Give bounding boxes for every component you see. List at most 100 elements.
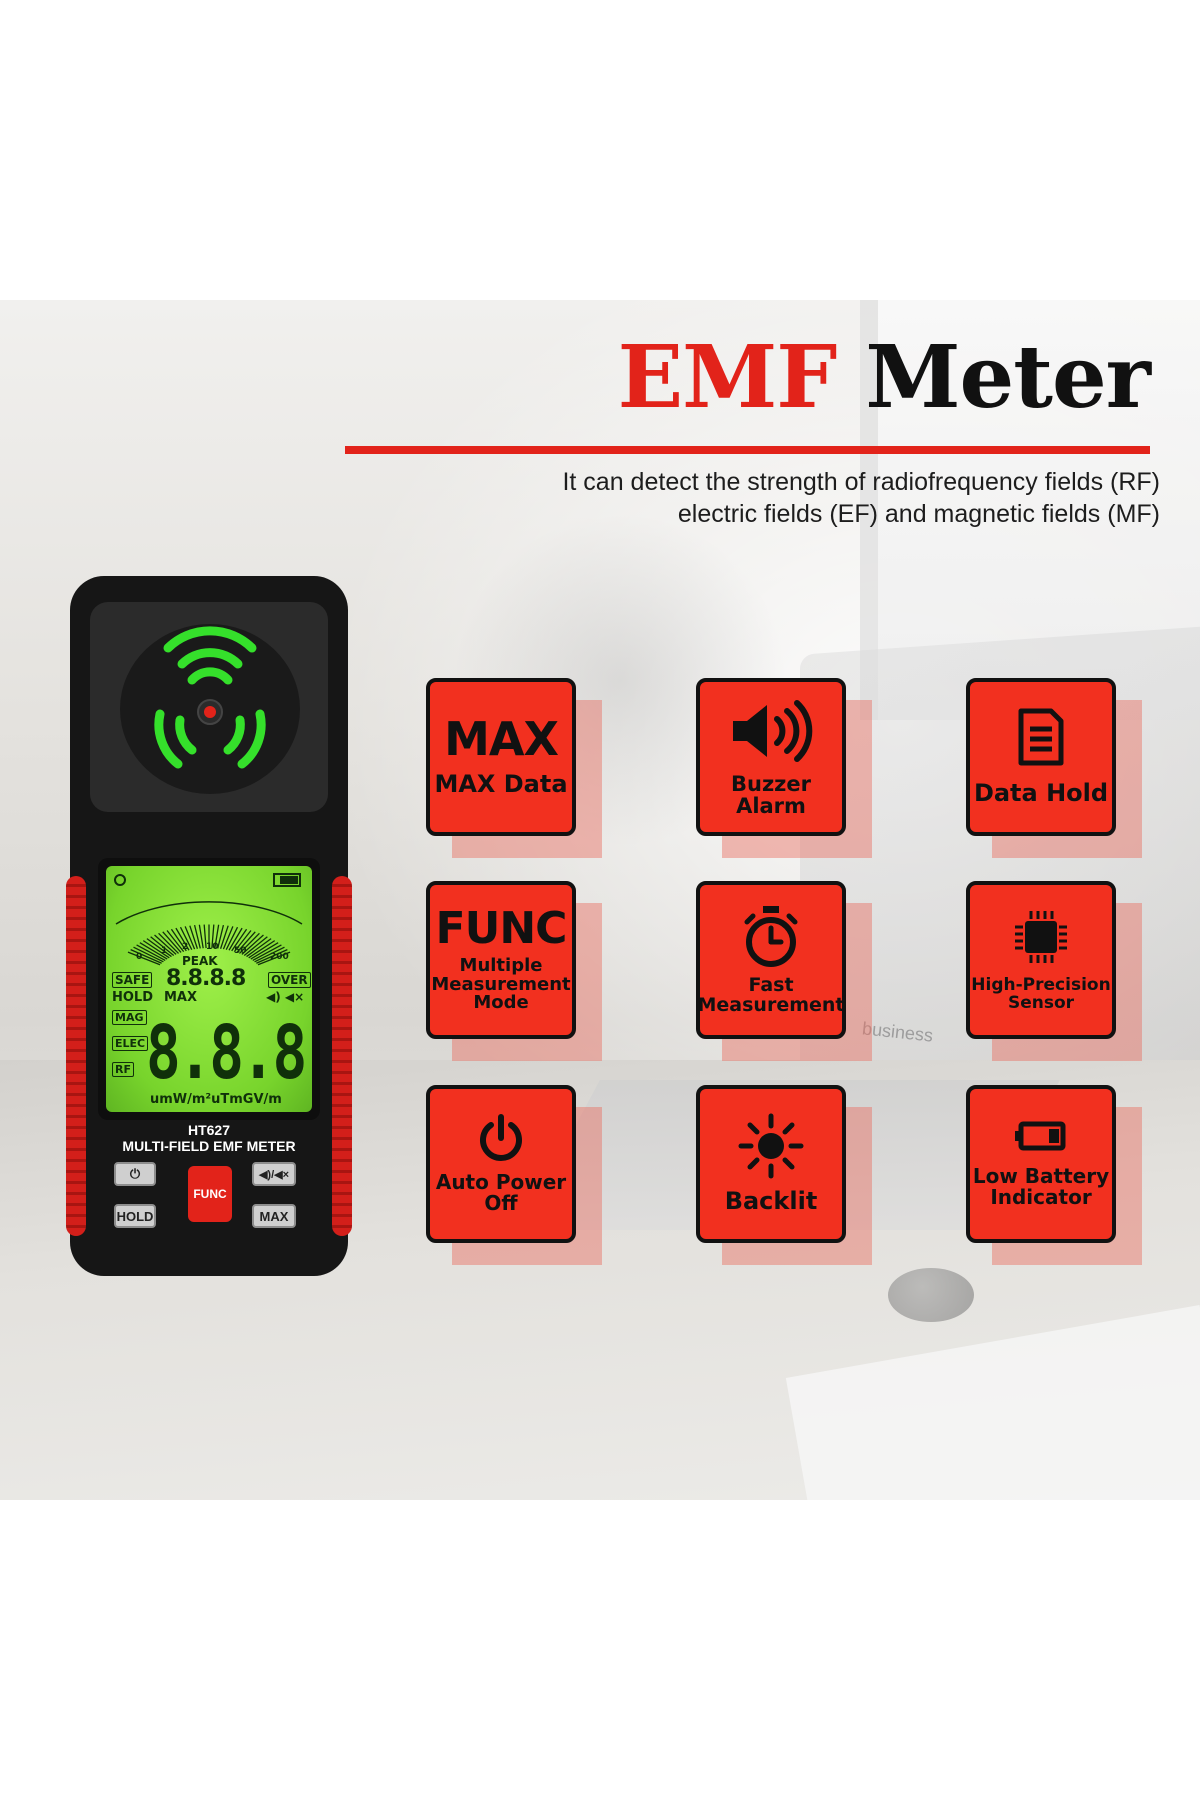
- lcd-safe: SAFE: [112, 972, 153, 988]
- feature-buzzer-label-1: Buzzer: [730, 771, 811, 796]
- lcd-bargraph-tick: [127, 951, 161, 966]
- lcd-tick-10: 10: [206, 942, 219, 952]
- lcd-units: umW/m²uTmGV/m: [150, 1092, 282, 1107]
- lcd-rf: RF: [112, 1062, 134, 1077]
- meter-buzzer-button[interactable]: ◀)/◀×: [252, 1162, 296, 1186]
- lcd-bargraph-tick: [158, 932, 180, 954]
- lcd-bargraph-tick: [170, 928, 187, 952]
- feature-func-label-1: Multiple: [459, 954, 543, 976]
- lcd-bargraph-tick: [189, 925, 199, 949]
- meter-model: HT627: [187, 1122, 231, 1138]
- chip-icon: [1015, 911, 1067, 964]
- lcd-bargraph-tick: [179, 926, 193, 950]
- lcd-bargraph-tick: [241, 934, 264, 955]
- lcd-bargraph-tick: [231, 928, 248, 952]
- lcd-bargraph-tick: [139, 942, 168, 960]
- feature-battery-label-2: Indicator: [990, 1185, 1092, 1209]
- feature-buzzer-label-2: Alarm: [736, 794, 806, 818]
- lcd-display: 0 1 2 10 50 200 PEAK SAFE 8.8.8.8 OVER H…: [106, 866, 312, 1112]
- meter-grip-right: [332, 876, 352, 1236]
- lcd-bargraph-tick: [228, 927, 243, 951]
- meter-func-button[interactable]: FUNC: [188, 1166, 232, 1222]
- buzzer-icon: ◀)/◀×: [258, 1168, 290, 1181]
- lcd-over: OVER: [268, 972, 311, 988]
- power-icon: ⏻: [129, 1166, 141, 1181]
- lcd-frame: 0 1 2 10 50 200 PEAK SAFE 8.8.8.8 OVER H…: [98, 858, 320, 1120]
- feature-tile-backlit: Backlit: [696, 1085, 872, 1265]
- subtitle-line-2: electric fields (EF) and magnetic fields…: [677, 500, 1160, 528]
- speaker-icon: [733, 699, 813, 762]
- lcd-bargraph-tick: [236, 931, 256, 953]
- lcd-bargraph-tick: [142, 940, 170, 959]
- meter-grip-left: [66, 876, 86, 1236]
- lcd-bargraph-tick: [193, 925, 201, 949]
- stopwatch-icon: [744, 906, 798, 968]
- feature-max-label: MAX Data: [434, 770, 568, 799]
- lcd-bargraph-tick: [130, 949, 162, 964]
- lcd-bargraph-tick: [150, 936, 175, 956]
- lcd-bargraph-tick: [233, 930, 252, 953]
- meter-name: MULTI-FIELD EMF METER: [122, 1138, 296, 1154]
- lcd-max: MAX: [164, 990, 198, 1005]
- feature-func-big: FUNC: [435, 902, 568, 954]
- lcd-main-digits: 8.8.8.8: [146, 1010, 312, 1096]
- title-underline: [345, 446, 1150, 454]
- feature-tile-max-data: MAX MAX Data: [426, 678, 602, 858]
- lcd-peak: PEAK: [182, 954, 218, 968]
- lcd-mag: MAG: [112, 1010, 147, 1025]
- lcd-bargraph-tick: [256, 949, 288, 964]
- feature-auto-power-label-2: Off: [484, 1191, 518, 1215]
- lcd-speaker-icon: ◀) ◀×: [266, 990, 305, 1004]
- lcd-bargraph-tick: [211, 924, 215, 949]
- lcd-bargraph-tick: [254, 946, 285, 963]
- lcd-tick-200: 200: [270, 952, 289, 962]
- lcd-tick-50: 50: [234, 946, 247, 956]
- feature-fast-label-1: Fast: [748, 974, 794, 997]
- feature-precision-label-2: Sensor: [1007, 993, 1075, 1013]
- lcd-bargraph-tick: [252, 944, 282, 961]
- feature-tile-func: FUNC Multiple Measurement Mode: [426, 881, 602, 1061]
- subtitle-line-1: It can detect the strength of radiofrequ…: [562, 468, 1160, 496]
- lcd-bargraph-tick: [162, 931, 182, 953]
- feature-tile-buzzer-alarm: Buzzer Alarm: [696, 678, 872, 858]
- background-mouse: [888, 1268, 974, 1322]
- battery-icon: [1015, 1121, 1066, 1151]
- feature-backlit-label: Backlit: [724, 1187, 818, 1216]
- page-title: EMF Meter: [618, 335, 1151, 421]
- lcd-bargraph-tick: [225, 926, 239, 950]
- lcd-bargraph-tick: [166, 930, 185, 953]
- document-icon: [1018, 708, 1064, 766]
- subtitle: It can detect the strength of radiofrequ…: [360, 466, 1160, 530]
- feature-tile-low-battery: Low Battery Indicator: [966, 1085, 1142, 1265]
- lcd-bargraph-tick: [146, 938, 172, 958]
- meter-max-button[interactable]: MAX: [252, 1204, 296, 1228]
- feature-data-hold-label: Data Hold: [973, 779, 1109, 808]
- feature-tile-auto-power-off: Auto Power Off: [426, 1085, 602, 1265]
- feature-fast-label-2: Measurement: [697, 994, 845, 1016]
- feature-func-label-3: Mode: [473, 992, 529, 1014]
- lcd-bargraph-tick: [222, 926, 234, 950]
- lcd-bargraph-tick: [198, 924, 204, 949]
- sensor-radiation-icon: [120, 624, 300, 794]
- meter-hold-button[interactable]: HOLD: [114, 1204, 156, 1228]
- lcd-small-digits: 8.8.8.8: [166, 966, 246, 991]
- feature-tile-data-hold: Data Hold: [966, 678, 1142, 858]
- lcd-bargraph-tick: [133, 946, 164, 963]
- feature-tile-fast-measurement: Fast Measurement: [696, 881, 872, 1061]
- feature-battery-label-1: Low Battery: [972, 1164, 1110, 1188]
- feature-tile-high-precision: High-Precision Sensor: [966, 881, 1142, 1061]
- sensor-panel: [90, 602, 328, 812]
- lcd-bargraph-tick: [136, 944, 166, 961]
- lcd-bargraph-tick: [214, 924, 220, 949]
- feature-func-label-2: Measurement: [431, 973, 571, 995]
- lcd-tick-1: 1: [161, 946, 168, 956]
- meter-power-button[interactable]: ⏻: [114, 1162, 156, 1186]
- lcd-bargraph-tick: [246, 938, 272, 958]
- emf-meter-device: 0 1 2 10 50 200 PEAK SAFE 8.8.8.8 OVER H…: [66, 576, 352, 1276]
- lcd-tick-2: 2: [182, 942, 189, 952]
- feature-precision-label-1: High-Precision: [971, 975, 1111, 996]
- lcd-bargraph-tick: [243, 936, 268, 956]
- title-meter: Meter: [865, 327, 1151, 428]
- lcd-elec: ELEC: [112, 1036, 149, 1051]
- lcd-bargraph-tick: [154, 934, 177, 955]
